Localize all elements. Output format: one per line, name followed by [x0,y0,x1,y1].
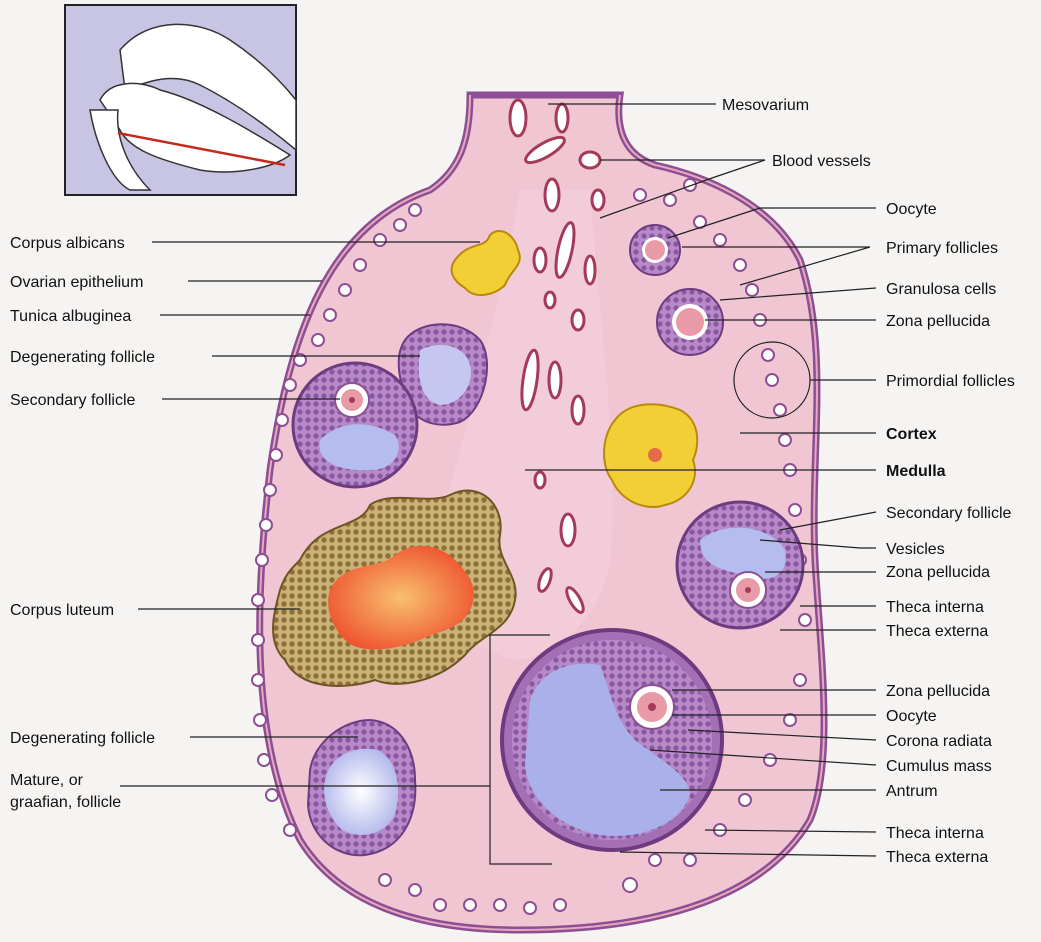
label-mature-line1: Mature, or [10,772,84,789]
label-ovarian-epithelium: Ovarian epithelium [10,274,143,291]
label-mature-line2: graafian, follicle [10,794,121,811]
label-antrum: Antrum [886,783,938,800]
label-theca-externa-2: Theca externa [886,849,988,866]
label-theca-interna-1: Theca interna [886,599,984,616]
secondary-follicle-right [677,502,803,628]
label-degenerating-follicle-top: Degenerating follicle [10,349,155,366]
label-blood-vessels: Blood vessels [772,153,871,170]
label-oocyte-top: Oocyte [886,201,937,218]
labels-left: Corpus albicans Ovarian epithelium Tunic… [10,235,155,811]
inset-orientation-sketch [65,5,296,195]
label-primordial-follicles: Primordial follicles [886,373,1015,390]
degenerating-follicle-bottom [308,720,415,855]
label-secondary-follicle-left: Secondary follicle [10,392,136,409]
label-vesicles: Vesicles [886,541,945,558]
secondary-follicle-left [293,363,417,487]
label-tunica-albuginea: Tunica albuginea [10,308,131,325]
graafian-follicle [502,630,722,850]
label-mesovarium: Mesovarium [722,97,809,114]
label-corpus-luteum: Corpus luteum [10,602,114,619]
label-zona-pellucida-2: Zona pellucida [886,564,990,581]
label-corona-radiata: Corona radiata [886,733,992,750]
label-cumulus-mass: Cumulus mass [886,758,992,775]
label-zona-pellucida-1: Zona pellucida [886,313,990,330]
label-medulla: Medulla [886,463,946,480]
label-oocyte-bottom: Oocyte [886,708,937,725]
label-granulosa-cells: Granulosa cells [886,281,996,298]
label-primary-follicles: Primary follicles [886,240,998,257]
label-zona-pellucida-3: Zona pellucida [886,683,990,700]
label-theca-interna-2: Theca interna [886,825,984,842]
label-cortex: Cortex [886,426,937,443]
label-degenerating-follicle-bottom: Degenerating follicle [10,730,155,747]
label-secondary-follicle-right: Secondary follicle [886,505,1012,522]
label-theca-externa-1: Theca externa [886,623,988,640]
label-corpus-albicans: Corpus albicans [10,235,125,252]
